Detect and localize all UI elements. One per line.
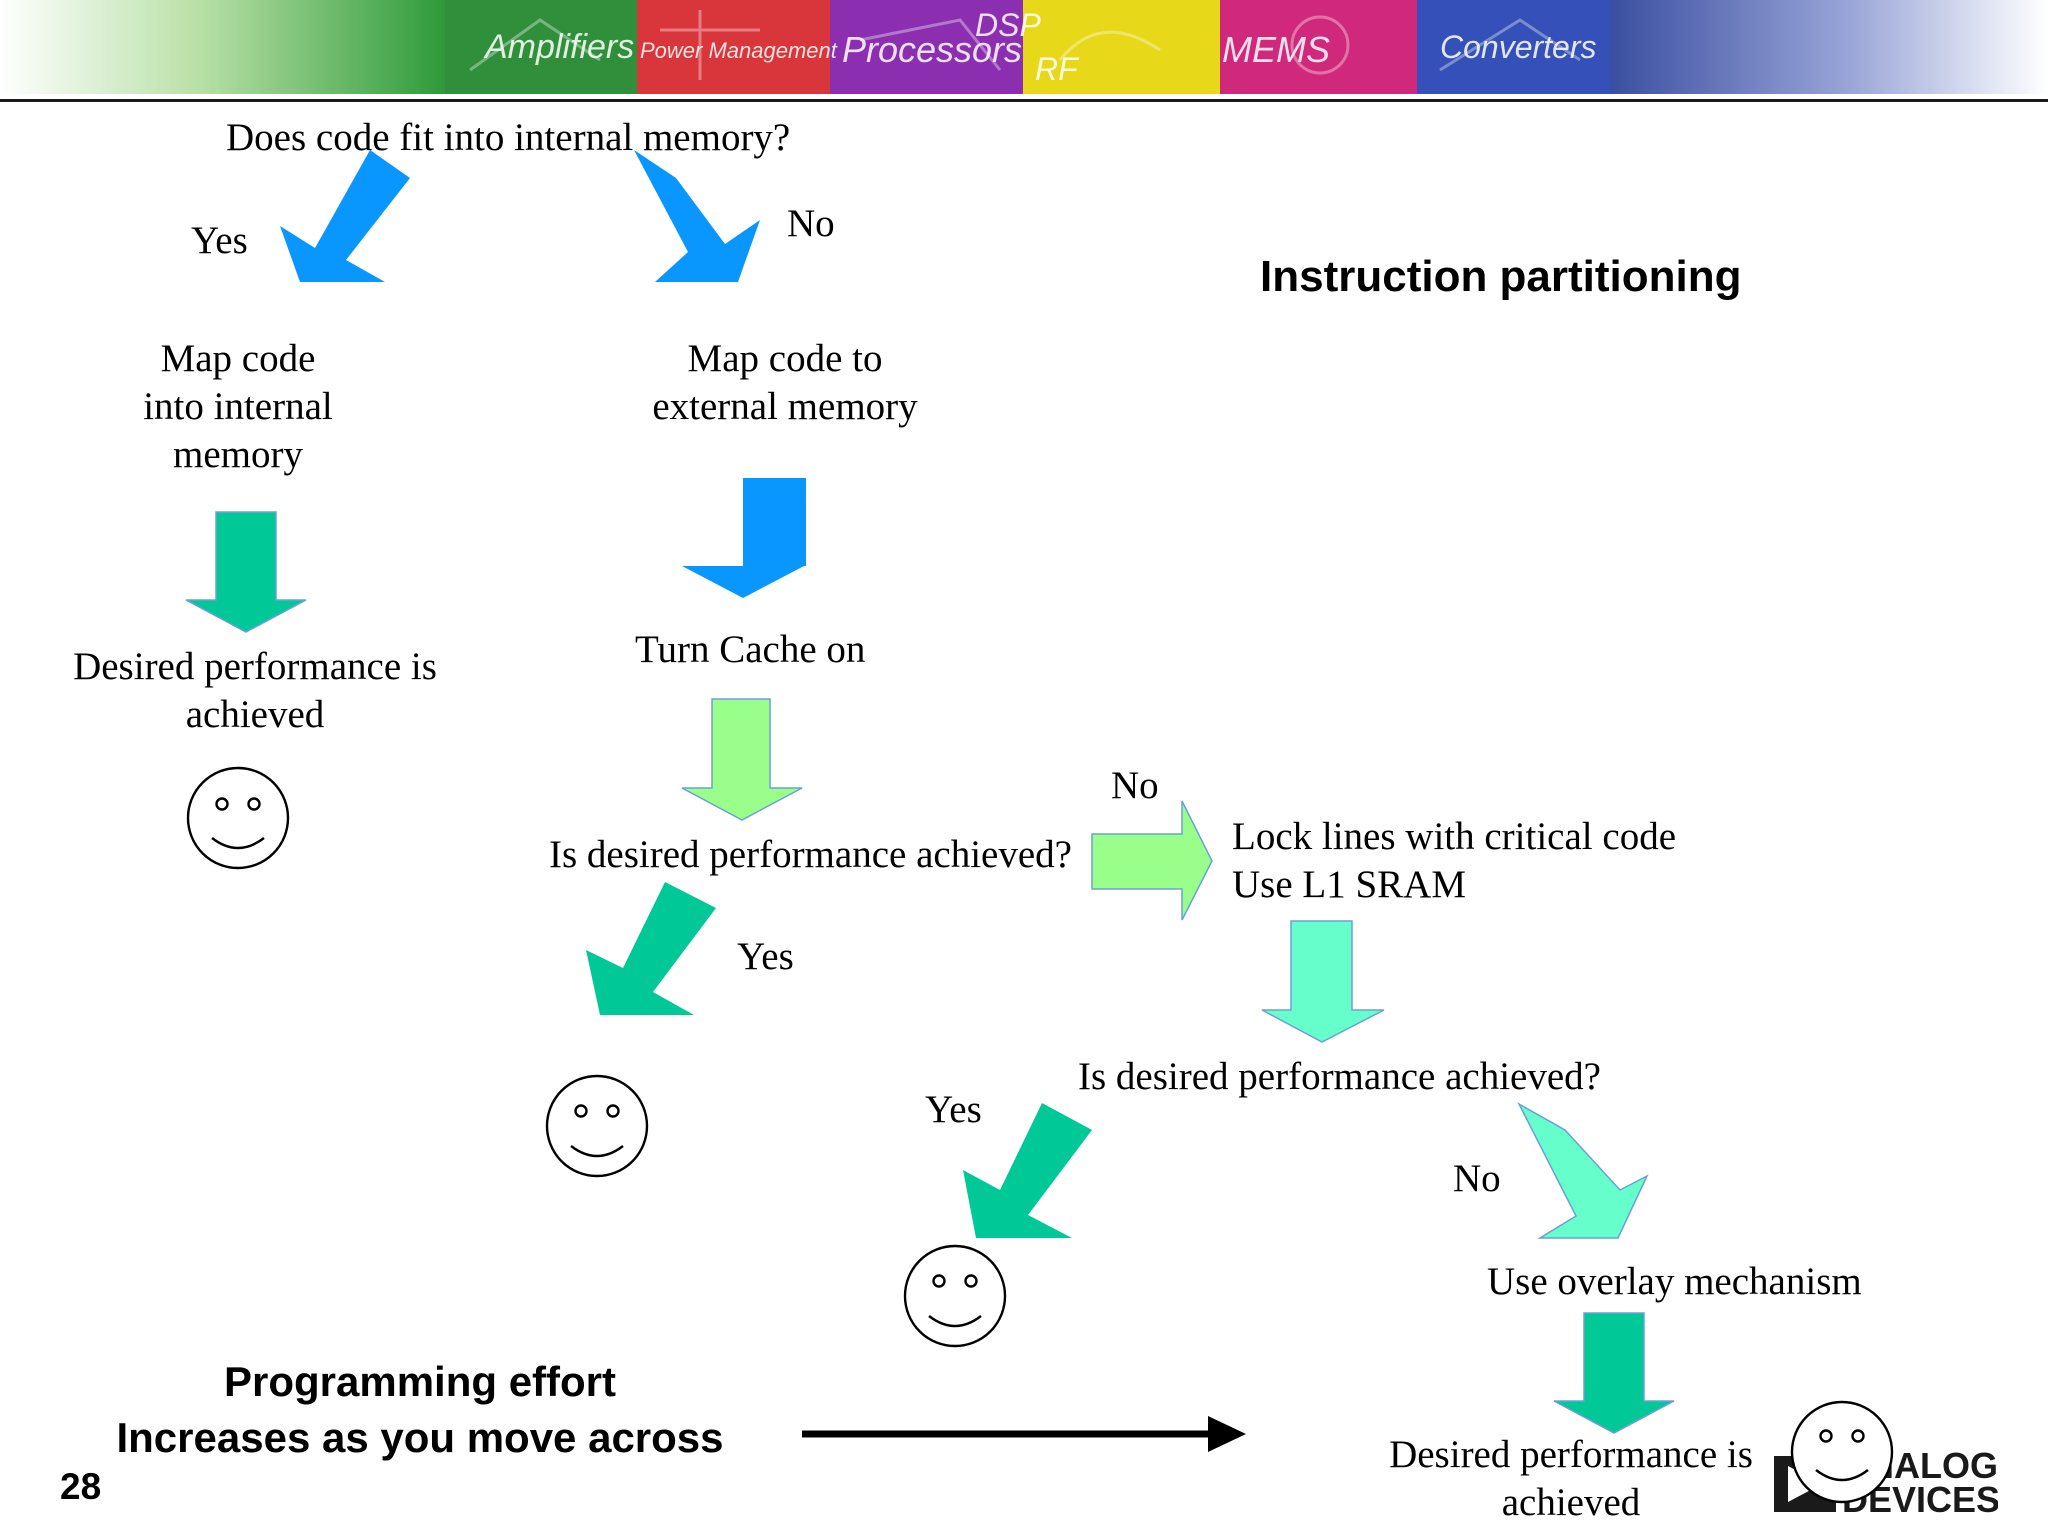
smiley-face-icon bbox=[1790, 1400, 1894, 1504]
banner-tile-mems bbox=[1220, 0, 1417, 94]
node-map-external: Map code to external memory bbox=[652, 337, 918, 428]
arrow-no-to-lock bbox=[1091, 800, 1213, 921]
banner-tile-converters bbox=[1417, 0, 1610, 94]
smiley-face-icon bbox=[186, 766, 290, 870]
node-lock-lines: Lock lines with critical code Use L1 SRA… bbox=[1232, 815, 1677, 906]
effort-arrow-head bbox=[1208, 1416, 1246, 1452]
arrow-yes-internal bbox=[280, 150, 410, 282]
node-overlay: Use overlay mechanism bbox=[1487, 1260, 1862, 1303]
banner-tile-processors bbox=[830, 0, 1023, 94]
banner-label-amplifiers: Amplifiers bbox=[483, 28, 634, 66]
banner-tile-rf bbox=[1023, 0, 1220, 94]
arrow-internal-to-achieved bbox=[185, 511, 307, 633]
banner-label-processors: Processors bbox=[842, 29, 1022, 70]
slide-title: Instruction partitioning bbox=[1260, 252, 1742, 301]
banner-label-rf: RF bbox=[1035, 51, 1080, 87]
banner-tile-power bbox=[637, 0, 830, 94]
label-yes-3: Yes bbox=[925, 1088, 982, 1131]
arrow-blue-head bbox=[682, 566, 804, 598]
banner-label-mems: MEMS bbox=[1222, 29, 1330, 70]
analog-devices-logo: ANALOG DEVICES bbox=[1774, 1400, 1998, 1520]
label-no-3: No bbox=[1453, 1157, 1501, 1200]
question-perf-2: Is desired performance achieved? bbox=[1078, 1055, 1601, 1098]
banner-tile-amplifiers bbox=[445, 0, 637, 94]
node-desired-right: Desired performance is achieved bbox=[1389, 1433, 1753, 1524]
banner-label-power: Power Management bbox=[640, 38, 838, 63]
effort-note: Programming effort Increases as you move… bbox=[116, 1358, 724, 1461]
arrow-no-overlay bbox=[1517, 1102, 1649, 1239]
arrow-overlay-to-achieved bbox=[1553, 1312, 1675, 1434]
arrow-yes-face-2 bbox=[586, 882, 716, 1015]
banner-label-dsp: DSP bbox=[975, 7, 1041, 43]
arrow-cache-to-question bbox=[681, 698, 803, 821]
node-map-internal: Map code into internal memory bbox=[143, 337, 333, 476]
label-yes-1: Yes bbox=[191, 219, 248, 262]
header-rule bbox=[0, 99, 2048, 102]
arrow-no-external bbox=[634, 150, 760, 282]
page-number: 28 bbox=[60, 1466, 102, 1507]
smiley-face-icon bbox=[545, 1074, 649, 1178]
arrow-external-to-cache-solid bbox=[743, 478, 806, 566]
smiley-face-icon bbox=[903, 1244, 1007, 1348]
label-no-1: No bbox=[787, 202, 835, 245]
label-no-2: No bbox=[1111, 764, 1159, 807]
node-desired-left: Desired performance is achieved bbox=[73, 645, 437, 736]
arrow-lock-to-question bbox=[1261, 920, 1385, 1043]
label-yes-2: Yes bbox=[737, 935, 794, 978]
node-turn-cache: Turn Cache on bbox=[635, 628, 866, 671]
header-banner: Amplifiers Power Management Processors D… bbox=[0, 0, 2048, 94]
question-fits-memory: Does code fit into internal memory? bbox=[226, 116, 791, 159]
banner-label-converters: Converters bbox=[1440, 29, 1597, 65]
question-perf-1: Is desired performance achieved? bbox=[549, 833, 1072, 876]
arrow-yes-face-3 bbox=[963, 1103, 1092, 1238]
